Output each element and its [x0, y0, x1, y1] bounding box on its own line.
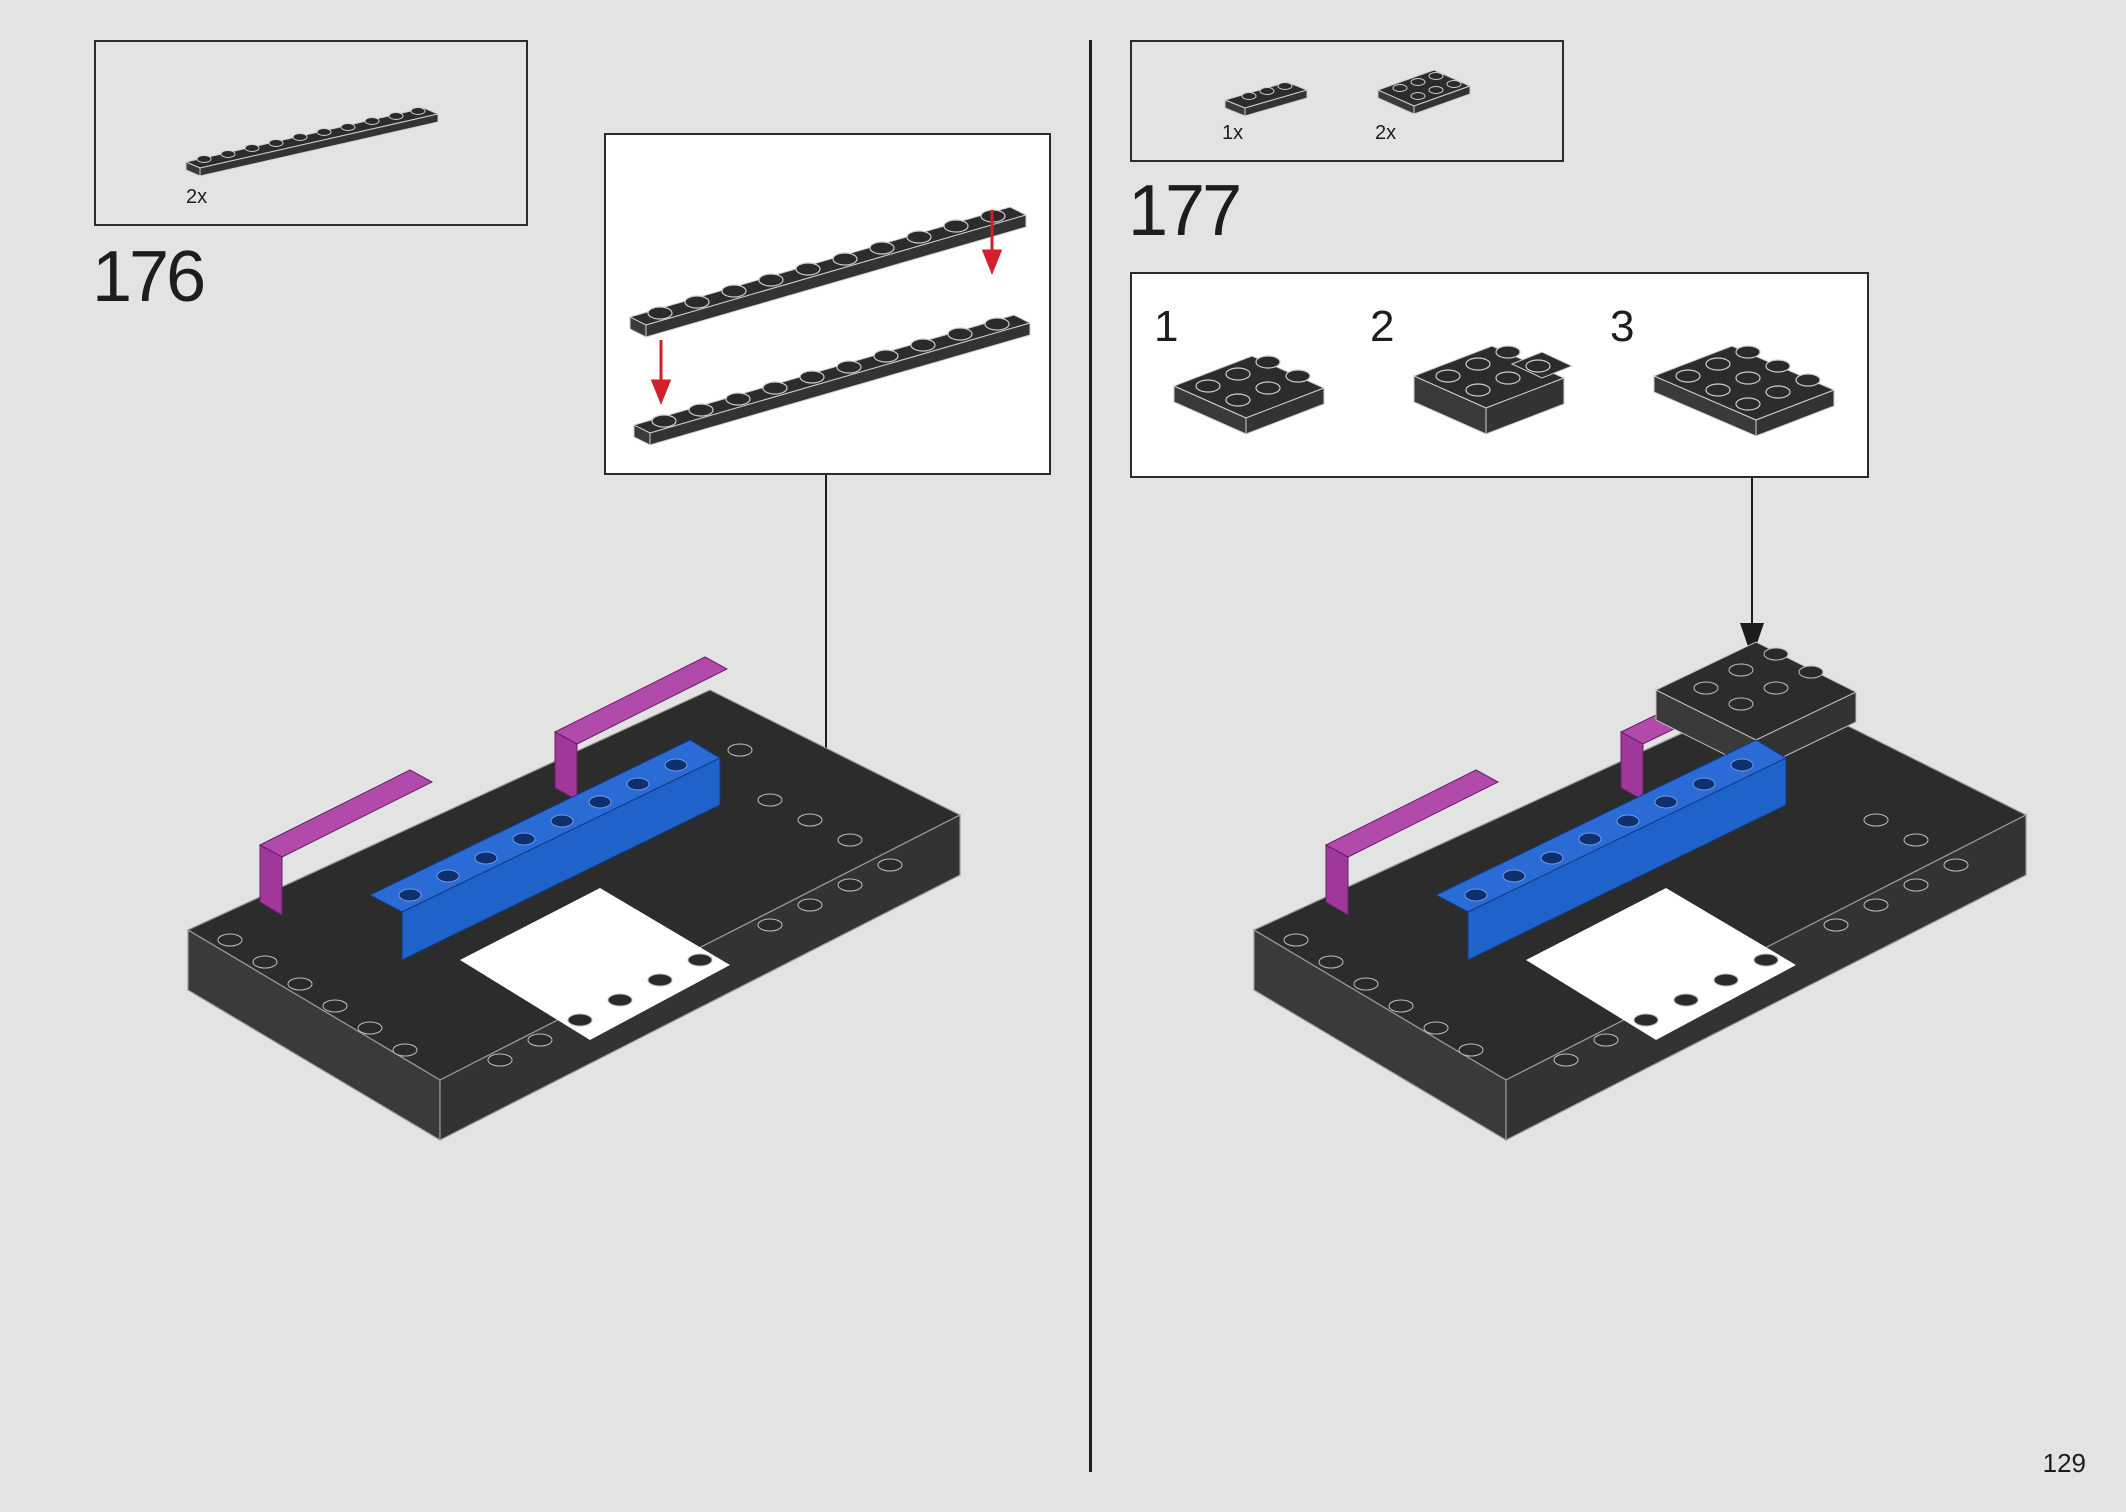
plate-1x10-icon [184, 107, 440, 177]
page-divider [1089, 40, 1092, 1472]
arrow-down-icon [1740, 478, 1764, 658]
part-quantity: 2x [1375, 122, 1397, 144]
parts-list-step-177: 1x 2x [1130, 40, 1564, 162]
plate-1x3-icon [1223, 81, 1309, 117]
part-quantity: 2x [186, 186, 208, 208]
callout-step-176 [604, 133, 1051, 475]
parts-list-step-176: 2x [94, 40, 528, 226]
substep-number: 3 [1610, 302, 1635, 351]
substep-3-illustration [1652, 345, 1836, 437]
step-number: 176 [92, 237, 206, 317]
red-arrow-down-icon [650, 210, 1003, 406]
step-number: 177 [1128, 171, 1242, 251]
substep-1-illustration [1172, 355, 1326, 435]
substep-number: 2 [1370, 302, 1395, 351]
substep-number: 1 [1154, 302, 1179, 351]
substep-2-illustration [1412, 345, 1574, 435]
plate-2x3-icon [1376, 69, 1472, 115]
stacked-plates-illustration [628, 206, 1032, 446]
model-illustration-step-176 [186, 656, 962, 1142]
substeps-step-177: 1 2 3 [1130, 272, 1869, 478]
model-illustration-step-177 [1252, 641, 2028, 1142]
page-number: 129 [2042, 1448, 2086, 1478]
part-quantity: 1x [1222, 122, 1244, 144]
